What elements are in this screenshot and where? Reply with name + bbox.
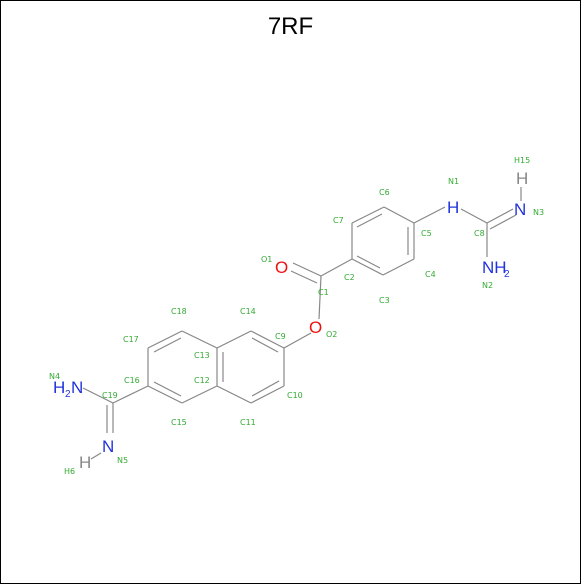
atom-o2: O [309, 318, 322, 337]
bond-c1-o1-double [290, 270, 318, 284]
label-c1: C1 [318, 288, 329, 297]
label-c5: C5 [421, 229, 432, 238]
bond-c10-c11 [250, 385, 285, 404]
bond-c6-c5 [383, 206, 415, 224]
molecule-title: 7RF [267, 13, 314, 40]
bond-c18-c17 [147, 330, 183, 349]
bond-c18-c17-inner [153, 337, 182, 353]
label-c7: C7 [333, 216, 344, 225]
atom-n4-subscript: 2 [65, 389, 71, 400]
label-h6: H6 [64, 467, 75, 476]
bond-c14-c9-inner [251, 337, 279, 353]
bond-c3-c2 [351, 258, 384, 276]
label-c18: C18 [171, 307, 187, 316]
label-c9: C9 [275, 332, 286, 341]
label-c16: C16 [124, 376, 140, 385]
atom-n2-symbol: NH [482, 258, 507, 277]
label-c10: C10 [287, 391, 303, 400]
bond-c4-c3 [382, 258, 415, 276]
atom-h6: H [79, 453, 91, 472]
bond-c7-c6-inner [356, 213, 383, 228]
label-o2: O2 [326, 330, 337, 339]
bond-c16-c15 [147, 385, 183, 404]
atom-h6-symbol: H [79, 453, 91, 472]
label-n4: N4 [49, 372, 60, 381]
bond-c13-c14 [216, 330, 252, 349]
atom-o1-symbol: O [275, 258, 288, 277]
bond-lines [82, 187, 522, 460]
bond-c3-c2-inner [356, 255, 381, 269]
atom-n1: H [447, 198, 459, 217]
bond-c11-c12 [216, 385, 252, 404]
bond-c14-c9 [250, 330, 285, 349]
label-c15: C15 [171, 418, 187, 427]
label-c2: C2 [344, 273, 355, 282]
label-c19: C19 [102, 391, 118, 400]
label-c17: C17 [123, 335, 139, 344]
atom-n5: N [102, 437, 114, 456]
label-c12: C12 [194, 376, 210, 385]
bond-c15-c12 [181, 385, 218, 404]
label-n3: N3 [533, 208, 544, 217]
label-n1: N1 [448, 177, 459, 186]
label-c13: C13 [194, 351, 210, 360]
label-o1: O1 [261, 255, 272, 264]
atom-n3-symbol: N [514, 200, 526, 219]
bond-c1-o2 [318, 275, 322, 320]
atom-h15: H [516, 169, 528, 188]
label-n2: N2 [482, 281, 493, 290]
label-c14: C14 [240, 307, 256, 316]
atom-n3: N [514, 200, 526, 219]
bond-c10-c11-inner [251, 380, 280, 397]
bond-c2-c1 [320, 258, 353, 277]
label-h15: H15 [514, 156, 530, 165]
atom-n1-symbol: H [447, 198, 459, 217]
bond-c7-c6 [351, 206, 385, 224]
label-n5: N5 [117, 456, 128, 465]
atom-n5-symbol: N [102, 437, 114, 456]
bond-c16-c15-inner [153, 381, 182, 397]
bond-c16-c19 [112, 385, 149, 404]
atom-h15-symbol: H [516, 169, 528, 188]
atom-n4-tail: N [71, 378, 83, 397]
bond-o2-c9 [283, 332, 312, 349]
atom-n4: H 2 N [53, 378, 83, 400]
bond-c8-n3 [486, 208, 514, 224]
atom-o2-symbol: O [309, 318, 322, 337]
atom-o1: O [275, 258, 288, 277]
label-c4: C4 [425, 270, 436, 279]
bond-c5-n1 [413, 206, 446, 224]
atom-n2: NH 2 [482, 258, 510, 280]
bond-n1-c8 [460, 208, 488, 224]
atom-n2-subscript: 2 [504, 269, 510, 280]
atom-n4-symbol: H [53, 378, 65, 397]
label-c11: C11 [240, 418, 256, 427]
label-c6: C6 [379, 188, 390, 197]
atom-id-labels: N1 H15 N3 N2 O1 O2 N4 N5 H6 C1 C2 C3 C4 … [49, 156, 544, 476]
bond-c1-o1 [292, 262, 322, 277]
bond-c8-n3-double [489, 214, 517, 230]
bond-c13-c18 [181, 330, 218, 349]
label-c8: C8 [474, 229, 485, 238]
label-c3: C3 [379, 296, 390, 305]
bond-c19-n4 [82, 387, 114, 404]
bond-n5-h6 [90, 452, 102, 460]
